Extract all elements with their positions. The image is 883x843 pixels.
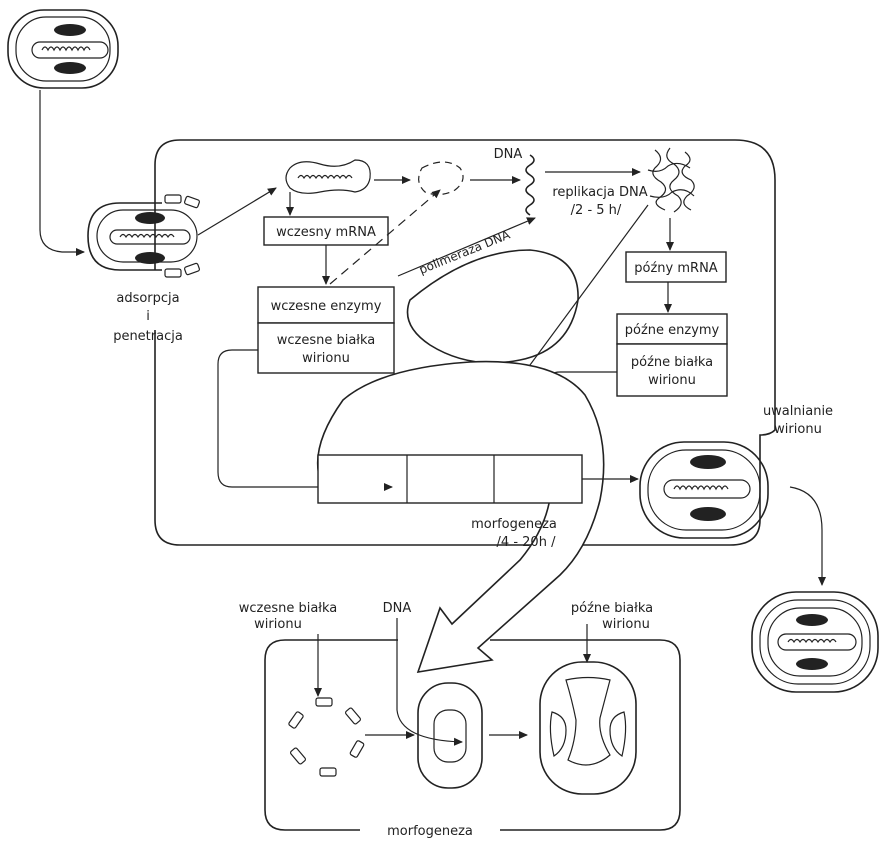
label-polimeraza: polimeraza DNA [417, 227, 513, 277]
arrow-to-adsorption [40, 90, 84, 252]
morphogenesis-bar [318, 455, 582, 503]
label-early-proteins-virion: wirionu [302, 351, 350, 366]
label-bottom-late-proteins: późne białka [571, 601, 653, 616]
label-early-proteins: wczesne białka [277, 333, 376, 348]
core-disassembly [419, 162, 463, 195]
label-bottom-dna: DNA [383, 601, 412, 616]
label-bottom-early-virion: wirionu [254, 617, 302, 632]
label-replikacja: replikacja DNA [552, 185, 647, 200]
label-late-mrna: późny mRNA [634, 261, 718, 276]
box-late-proteins [617, 344, 727, 396]
arrow-release [790, 487, 822, 585]
virion-adsorption [88, 195, 200, 277]
label-replikacja-time: /2 - 5 h/ [571, 203, 622, 218]
label-uwalnianie-virion: wirionu [774, 422, 822, 437]
label-late-enzymes: późne enzymy [625, 323, 720, 338]
virion-initial [8, 10, 118, 88]
replicated-dna-icon [648, 148, 694, 212]
mature-particle [540, 662, 636, 794]
label-early-mrna: wczesny mRNA [276, 225, 376, 240]
label-dna-top: DNA [494, 147, 523, 162]
virion-released [752, 592, 878, 692]
label-bottom-late-virion: wirionu [602, 617, 650, 632]
label-adsorpcja: adsorpcja [116, 291, 179, 306]
dna-strand-icon [526, 155, 534, 215]
label-late-proteins-virion: wirionu [648, 373, 696, 388]
morphogenesis-big-arrow [318, 362, 604, 672]
label-morfogeneza-mid-time: /4 - 20h / [497, 535, 557, 550]
immature-particle [418, 683, 482, 788]
label-morfogeneza-mid: morfogeneza [471, 517, 557, 532]
label-late-proteins: późne białka [631, 355, 713, 370]
virion-mature [640, 442, 768, 538]
virus-core [286, 160, 370, 193]
label-adsorpcja-i: i [146, 309, 150, 324]
label-early-enzymes: wczesne enzymy [271, 299, 382, 314]
assembly-ring-fragments [288, 698, 364, 776]
label-morfogeneza-bottom: morfogeneza [387, 824, 473, 839]
label-penetracja: penetracja [113, 329, 183, 344]
label-bottom-early-proteins: wczesne białka [239, 601, 338, 616]
label-uwalnianie: uwalnianie [763, 404, 833, 419]
